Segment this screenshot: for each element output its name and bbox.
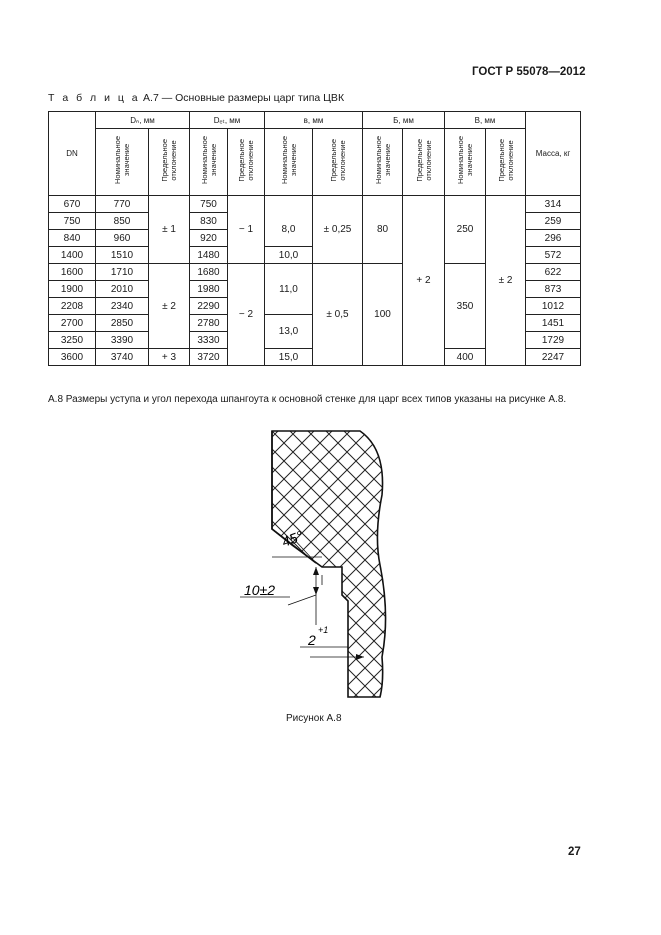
cell-mass: 1012 <box>525 297 581 315</box>
page-number: 27 <box>568 846 581 858</box>
cell-dn: 3600 <box>48 348 96 366</box>
cell-dn: 1900 <box>48 280 96 298</box>
cell-dn-nom: 3740 <box>95 348 149 366</box>
table-row: 1600 1710 ± 2 1680 − 2 11,0 ± 0,5 100 35… <box>48 263 581 366</box>
step-label: 10±2 <box>244 582 275 598</box>
cell-dn: 840 <box>48 229 96 247</box>
cell-v-dev: ± 0,25 <box>312 195 363 264</box>
subheader-nominal: Номинальное значение <box>456 136 474 185</box>
cell-dn: 2208 <box>48 297 96 315</box>
cell-dn-nom: 2010 <box>95 280 149 298</box>
cell-v-nom: 11,0 <box>264 263 313 315</box>
table-row: 1400 1510 1480 10,0 572 <box>48 246 581 264</box>
cell-dn: 3250 <box>48 331 96 349</box>
table-row: 1900 2010 1980 873 <box>48 280 581 298</box>
table-caption-text: А.7 — Основные размеры царг типа ЦВК <box>140 92 345 104</box>
cell-dvt-nom: 3330 <box>189 331 228 349</box>
cell-mass: 2247 <box>525 348 581 366</box>
cell-dn: 2700 <box>48 314 96 332</box>
cell-dvt-nom: 2780 <box>189 314 228 332</box>
table-row: 750 850 830 8,0 259 <box>48 212 581 247</box>
cell-b-nom: 80 <box>362 195 403 264</box>
cell-mass: 296 <box>525 229 581 247</box>
radius-tolerance: +1 <box>318 625 328 635</box>
cell-v-nom: 8,0 <box>264 212 313 247</box>
subheader-deviation: Предельное отклонение <box>160 139 178 182</box>
cell-dvt-nom: 1980 <box>189 280 228 298</box>
table-row: 670 770 ± 1 750 − 1 ± 0,25 80 + 2 250 ± … <box>48 195 581 366</box>
header-v-mm: в, мм <box>264 111 363 129</box>
section-hatch <box>271 430 387 698</box>
cell-mass: 572 <box>525 246 581 264</box>
cell-b-dev: + 2 <box>402 195 445 366</box>
cell-dvt-dev: − 1 <box>227 195 265 264</box>
header-B-mm: В, мм <box>444 111 526 129</box>
subheader-nominal: Номинальное значение <box>279 136 298 185</box>
cell-dn-dev: ± 1 <box>148 195 190 264</box>
header-dn: DN <box>48 111 96 196</box>
cell-dvt-nom: 750 <box>189 195 228 213</box>
subheader-nominal: Номинальное значение <box>199 136 218 185</box>
angle-label: 45° <box>280 527 306 549</box>
cell-dn-nom: 960 <box>95 229 149 247</box>
table-caption: Т а б л и ц а А.7 — Основные размеры цар… <box>48 92 344 104</box>
cell-B-nom: 350 <box>444 263 486 349</box>
table-caption-prefix: Т а б л и ц а <box>48 92 141 104</box>
radius-label: 2 <box>307 632 316 648</box>
cell-dn-nom: 1510 <box>95 246 149 264</box>
cell-mass: 873 <box>525 280 581 298</box>
frame-profile-drawing: 45° 10±2 2 +1 <box>240 430 387 698</box>
cell-mass: 314 <box>525 195 581 213</box>
cell-dn-nom: 850 <box>95 212 149 230</box>
cell-dvt-nom: 920 <box>189 229 228 247</box>
header-mass: Масса, кг <box>525 111 581 196</box>
subheader-deviation: Предельное отклонение <box>496 139 515 182</box>
cell-v-nom: 13,0 <box>264 314 313 349</box>
cell-dvt-dev: − 2 <box>227 263 265 366</box>
subheader-deviation: Предельное отклонение <box>237 139 255 182</box>
cell-dn-nom: 3390 <box>95 331 149 349</box>
table-row: 3600 3740 + 3 3720 15,0 400 2247 <box>48 348 581 366</box>
cell-dvt-nom: 1480 <box>189 246 228 264</box>
header-b-mm: Б, мм <box>362 111 445 129</box>
cell-mass: 1451 <box>525 314 581 332</box>
cell-B-dev: ± 2 <box>485 195 526 366</box>
cell-dn-dev: + 3 <box>148 348 190 366</box>
cell-dn: 750 <box>48 212 96 230</box>
subheader-nominal: Номинальное значение <box>373 136 392 185</box>
cell-dn: 1600 <box>48 263 96 281</box>
cell-dn-nom: 2340 <box>95 297 149 315</box>
cell-dvt-nom: 830 <box>189 212 228 230</box>
cell-dn-dev: ± 2 <box>148 263 190 349</box>
cell-dn-nom: 2850 <box>95 314 149 332</box>
cell-dn-nom: 1710 <box>95 263 149 281</box>
header-dvt-mm: Dₑₜ, мм <box>189 111 265 129</box>
cell-B-nom: 400 <box>444 348 486 366</box>
cell-dvt-nom: 2290 <box>189 297 228 315</box>
cell-dvt-nom: 1680 <box>189 263 228 281</box>
cell-dn-nom: 770 <box>95 195 149 213</box>
cell-b-nom: 100 <box>362 263 403 366</box>
figure-caption: Рисунок А.8 <box>286 713 342 724</box>
cell-dvt-nom: 3720 <box>189 348 228 366</box>
cell-B-nom: 250 <box>444 195 486 264</box>
cell-mass: 259 <box>525 212 581 230</box>
cell-v-dev: ± 0,5 <box>312 263 363 366</box>
cell-v-nom: 15,0 <box>264 348 313 366</box>
cell-dn: 670 <box>48 195 96 213</box>
subheader-deviation: Предельное отклонение <box>328 139 347 182</box>
subheader-nominal: Номинальное значение <box>113 136 131 185</box>
subheader-deviation: Предельное отклонение <box>414 139 433 182</box>
cell-dn: 1400 <box>48 246 96 264</box>
cell-mass: 1729 <box>525 331 581 349</box>
dimensions-table: DN Dₙ, мм Dₑₜ, мм в, мм Б, мм В, мм Масс… <box>48 111 581 366</box>
cell-mass: 622 <box>525 263 581 281</box>
cell-v-nom: 10,0 <box>264 246 313 264</box>
header-dn-mm: Dₙ, мм <box>95 111 190 129</box>
figure-a8: 45° 10±2 2 +1 <box>230 425 430 710</box>
standard-designation: ГОСТ Р 55078—2012 <box>472 66 586 78</box>
paragraph-a8: А.8 Размеры уступа и угол перехода шпанг… <box>48 394 567 405</box>
